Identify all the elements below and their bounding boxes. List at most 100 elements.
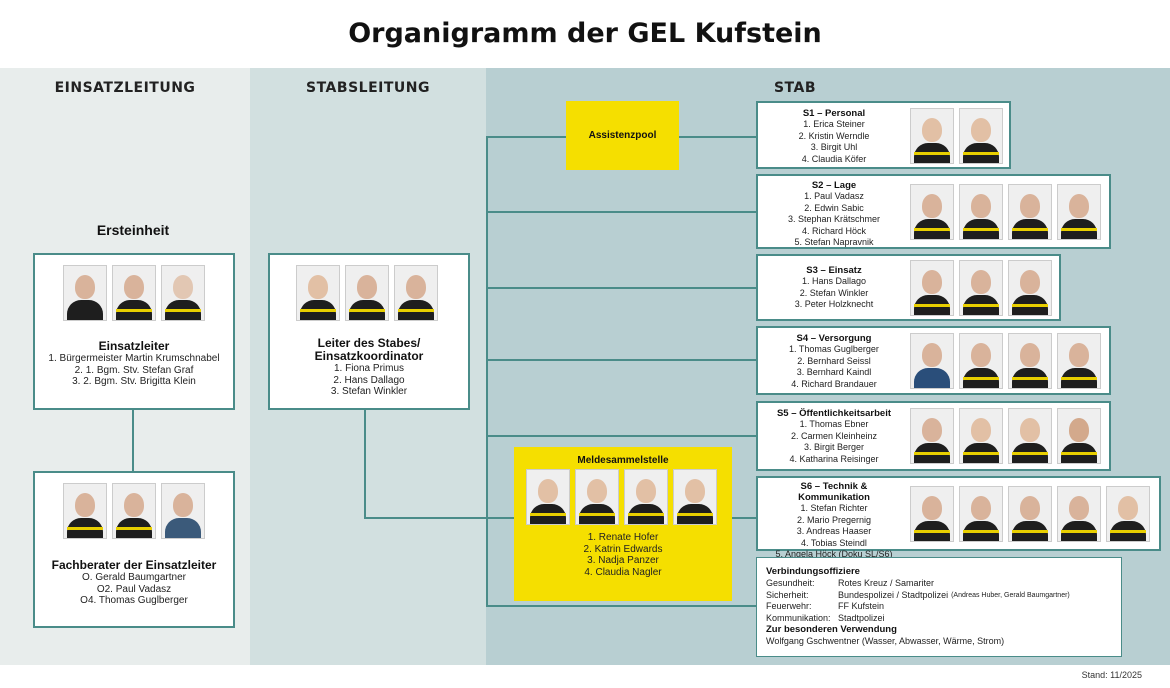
connector-s4 bbox=[486, 359, 756, 361]
portrait-icon bbox=[575, 469, 619, 525]
portrait-icon bbox=[161, 265, 205, 321]
s4-line: 3. Bernhard Kaindl bbox=[796, 367, 872, 377]
verbindung-key: Gesundheit: bbox=[766, 578, 815, 588]
verbindung-value: Rotes Kreuz / Samariter bbox=[838, 578, 935, 588]
connector-leiter-meldesammelstelle bbox=[364, 517, 514, 519]
s4-line: 4. Richard Brandauer bbox=[791, 378, 877, 389]
verbindung-key: Feuerwehr: bbox=[766, 601, 812, 611]
stand-label: Stand: 11/2025 bbox=[1081, 670, 1142, 680]
portrait-icon bbox=[673, 469, 717, 525]
verbindungsoffiziere-box: Verbindungsoffiziere Gesundheit: Rotes K… bbox=[756, 557, 1122, 657]
portrait-icon bbox=[910, 408, 954, 464]
fachberater-box: Fachberater der Einsatzleiter O. Gerald … bbox=[33, 471, 235, 628]
s1-photos bbox=[910, 108, 1003, 164]
einsatzleiter-line: 1. Bürgermeister Martin Krumschnabel bbox=[48, 353, 220, 364]
page-title: Organigramm der GEL Kufstein bbox=[348, 18, 822, 49]
verbindung-value: FF Kufstein bbox=[838, 601, 885, 611]
header-stab: STAB bbox=[773, 80, 817, 96]
verbindung-value: Bundespolizei / Stadtpolizei bbox=[838, 589, 949, 600]
portrait-icon bbox=[959, 408, 1003, 464]
connector-s6 bbox=[732, 517, 756, 519]
s2-line: 2. Edwin Sabic bbox=[804, 202, 864, 213]
meldesammelstelle-line: 4. Claudia Nagler bbox=[584, 566, 662, 578]
fachberater-photos bbox=[63, 483, 205, 539]
leiter-line: 1. Fiona Primus bbox=[333, 363, 405, 374]
portrait-icon bbox=[959, 486, 1003, 542]
leiter-line: 3. Stefan Winkler bbox=[330, 386, 408, 397]
s4-title: S4 – Versorgung bbox=[796, 333, 872, 344]
s5-box: S5 – Öffentlichkeitsarbeit 1. Thomas Ebn… bbox=[756, 401, 1111, 471]
header-einsatzleitung: EINSATZLEITUNG bbox=[54, 80, 196, 96]
fachberater-line: O. Gerald Baumgartner bbox=[82, 572, 186, 583]
portrait-icon bbox=[526, 469, 570, 525]
s3-line: 2. Stefan Winkler bbox=[799, 287, 869, 298]
fachberater-line: O4. Thomas Guglberger bbox=[80, 595, 188, 606]
s3-title: S3 – Einsatz bbox=[806, 265, 862, 276]
portrait-icon bbox=[959, 333, 1003, 389]
portrait-icon bbox=[161, 483, 205, 539]
s2-photos bbox=[910, 184, 1101, 240]
verbindung-row: Kommunikation: Stadtpolizei bbox=[766, 613, 1116, 625]
header-stabsleitung: STABSLEITUNG bbox=[306, 80, 430, 96]
assistenzpool-box: Assistenzpool bbox=[566, 101, 679, 170]
ersteinheit-label: Ersteinheit bbox=[96, 222, 170, 238]
einsatzleiter-photos bbox=[63, 265, 205, 321]
verbindung-key: Sicherheit: bbox=[766, 589, 809, 600]
einsatzleiter-line: 3. 2. Bgm. Stv. Brigitta Klein bbox=[72, 376, 196, 387]
portrait-icon bbox=[910, 108, 954, 164]
s4-photos bbox=[910, 333, 1101, 389]
s5-photos bbox=[910, 408, 1101, 464]
portrait-icon bbox=[910, 486, 954, 542]
portrait-icon bbox=[112, 483, 156, 539]
meldesammelstelle-title: Meldesammelstelle bbox=[577, 455, 669, 466]
meldesammelstelle-box: Meldesammelstelle 1. Renate Hofer 2. Kat… bbox=[514, 447, 732, 601]
portrait-icon bbox=[63, 265, 107, 321]
portrait-icon bbox=[1057, 408, 1101, 464]
portrait-icon bbox=[1057, 333, 1101, 389]
portrait-icon bbox=[1106, 486, 1150, 542]
verbindung-last: Wolfgang Gschwentner (Wasser, Abwasser, … bbox=[766, 636, 1005, 646]
verbindung-row: Gesundheit: Rotes Kreuz / Samariter bbox=[766, 578, 1116, 590]
connector-s1 bbox=[679, 136, 756, 138]
portrait-icon bbox=[959, 260, 1003, 316]
portrait-icon bbox=[910, 333, 954, 389]
s3-line: 1. Hans Dallago bbox=[801, 276, 867, 286]
s3-box: S3 – Einsatz 1. Hans Dallago 2. Stefan W… bbox=[756, 254, 1061, 321]
verbindung-row: Feuerwehr: FF Kufstein bbox=[766, 601, 1116, 613]
meldesammelstelle-line: 1. Renate Hofer bbox=[587, 532, 659, 543]
einsatzleiter-line: 2. 1. Bgm. Stv. Stefan Graf bbox=[74, 364, 194, 376]
s6-line: 2. Mario Pregernig bbox=[796, 514, 872, 525]
s2-line: 5. Stefan Napravnik bbox=[794, 237, 874, 247]
connector-s2 bbox=[486, 211, 756, 213]
einsatzleiter-box: Einsatzleiter 1. Bürgermeister Martin Kr… bbox=[33, 253, 235, 410]
s2-line: 4. Richard Höck bbox=[801, 225, 867, 236]
portrait-icon bbox=[959, 184, 1003, 240]
leiter-box: Leiter des Stabes/ Einsatzkoordinator 1.… bbox=[268, 253, 470, 410]
portrait-icon bbox=[1057, 486, 1101, 542]
s6-line: 3. Andreas Haaser bbox=[796, 526, 872, 536]
connector-einsatzleiter-fachberater bbox=[132, 409, 134, 472]
s5-title: S5 – Öffentlichkeitsarbeit bbox=[776, 408, 892, 419]
einsatzleiter-title: Einsatzleiter bbox=[98, 339, 170, 353]
s5-line: 4. Katharina Reisinger bbox=[789, 453, 879, 464]
portrait-icon bbox=[1057, 184, 1101, 240]
s6-line: 1. Stefan Richter bbox=[800, 503, 868, 513]
meldesammelstelle-line: 2. Katrin Edwards bbox=[583, 543, 663, 555]
portrait-icon bbox=[910, 260, 954, 316]
fachberater-line: O2. Paul Vadasz bbox=[96, 583, 172, 595]
s1-line: 2. Kristin Werndle bbox=[798, 130, 870, 141]
assistenzpool-label: Assistenzpool bbox=[588, 130, 657, 141]
s6-box: S6 – Technik & Kommunikation 1. Stefan R… bbox=[756, 476, 1161, 559]
portrait-icon bbox=[345, 265, 389, 321]
s2-line: 1. Paul Vadasz bbox=[804, 191, 864, 201]
verbindung-value: Stadtpolizei bbox=[838, 612, 885, 623]
connector-s3 bbox=[486, 287, 756, 289]
verbindung-key: Kommunikation: bbox=[766, 612, 831, 623]
portrait-icon bbox=[63, 483, 107, 539]
connector-s5 bbox=[486, 435, 756, 437]
s6-title: S6 – Technik & Kommunikation bbox=[798, 481, 870, 503]
portrait-icon bbox=[1008, 333, 1052, 389]
portrait-icon bbox=[910, 184, 954, 240]
s3-photos bbox=[910, 260, 1052, 316]
s3-line: 3. Peter Holzknecht bbox=[794, 299, 874, 309]
